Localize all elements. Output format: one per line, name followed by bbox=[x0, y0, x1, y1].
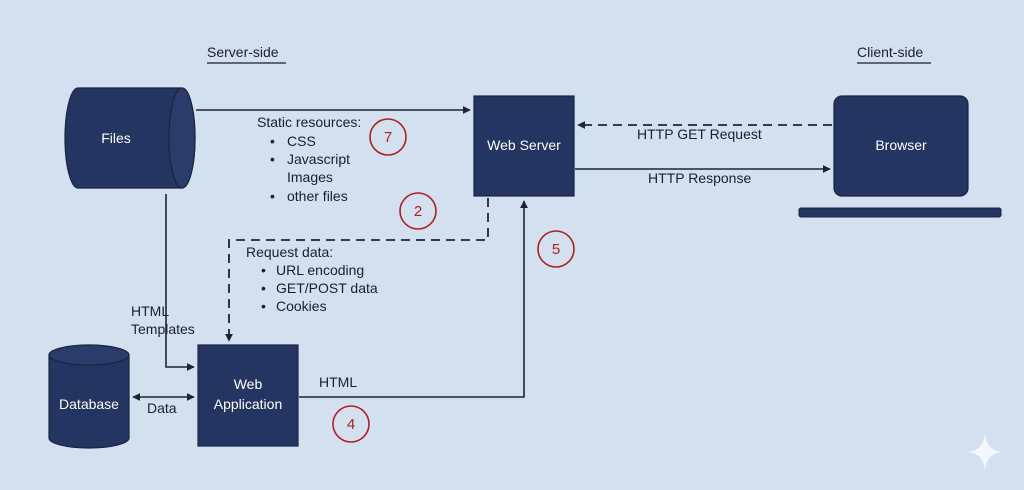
html-templates-label-line2: Templates bbox=[131, 321, 195, 337]
static-resource-item: Images bbox=[287, 169, 333, 185]
web-application-label-line1: Web bbox=[234, 376, 263, 392]
html-label: HTML bbox=[319, 374, 357, 390]
request-data-item: GET/POST data bbox=[276, 280, 378, 296]
svg-text:5: 5 bbox=[552, 241, 560, 258]
static-resources-list: Static resources: • CSS • Javascript Ima… bbox=[257, 114, 361, 204]
sparkle-icon bbox=[968, 434, 1002, 470]
data-label: Data bbox=[147, 400, 177, 416]
svg-text:•: • bbox=[261, 298, 266, 314]
http-get-request-label: HTTP GET Request bbox=[637, 126, 762, 142]
static-resource-item: Javascript bbox=[287, 151, 350, 167]
html-templates-label-line1: HTML bbox=[131, 303, 169, 319]
client-side-heading: Client-side bbox=[857, 44, 931, 64]
svg-text:Server-side: Server-side bbox=[207, 44, 279, 60]
web-server-label: Web Server bbox=[487, 137, 561, 153]
svg-text:•: • bbox=[270, 188, 275, 204]
web-application-node: Web Application bbox=[197, 344, 299, 447]
svg-text:•: • bbox=[261, 280, 266, 296]
svg-text:2: 2 bbox=[414, 203, 422, 220]
svg-text:•: • bbox=[261, 262, 266, 278]
browser-node: Browser bbox=[798, 95, 1002, 218]
request-data-item: URL encoding bbox=[276, 262, 364, 278]
svg-text:4: 4 bbox=[347, 416, 355, 433]
http-response-label: HTTP Response bbox=[648, 170, 751, 186]
svg-text:•: • bbox=[270, 133, 275, 149]
server-side-heading: Server-side bbox=[207, 44, 286, 64]
database-label: Database bbox=[59, 396, 119, 412]
svg-text:7: 7 bbox=[384, 129, 392, 146]
request-data-arrow bbox=[225, 198, 489, 342]
browser-label: Browser bbox=[875, 137, 927, 153]
html-response-arrow bbox=[299, 200, 528, 398]
static-resource-item: other files bbox=[287, 188, 348, 204]
request-data-title: Request data: bbox=[246, 244, 333, 260]
web-server-node: Web Server bbox=[473, 95, 575, 197]
step-marker-response: 5 bbox=[537, 230, 575, 268]
static-resources-title: Static resources: bbox=[257, 114, 361, 130]
files-label: Files bbox=[101, 130, 131, 146]
svg-text:•: • bbox=[270, 151, 275, 167]
html-templates-arrow bbox=[165, 194, 195, 371]
step-marker-request: 2 bbox=[399, 192, 437, 230]
web-application-label-line2: Application bbox=[214, 396, 283, 412]
request-data-list: Request data: • URL encoding • GET/POST … bbox=[246, 244, 378, 314]
files-node: Files bbox=[64, 87, 196, 189]
step-marker-static: 7 bbox=[369, 118, 407, 156]
database-node: Database bbox=[48, 344, 130, 449]
svg-text:Client-side: Client-side bbox=[857, 44, 923, 60]
static-resource-item: CSS bbox=[287, 133, 316, 149]
step-marker-html: 4 bbox=[332, 405, 370, 443]
request-data-item: Cookies bbox=[276, 298, 327, 314]
